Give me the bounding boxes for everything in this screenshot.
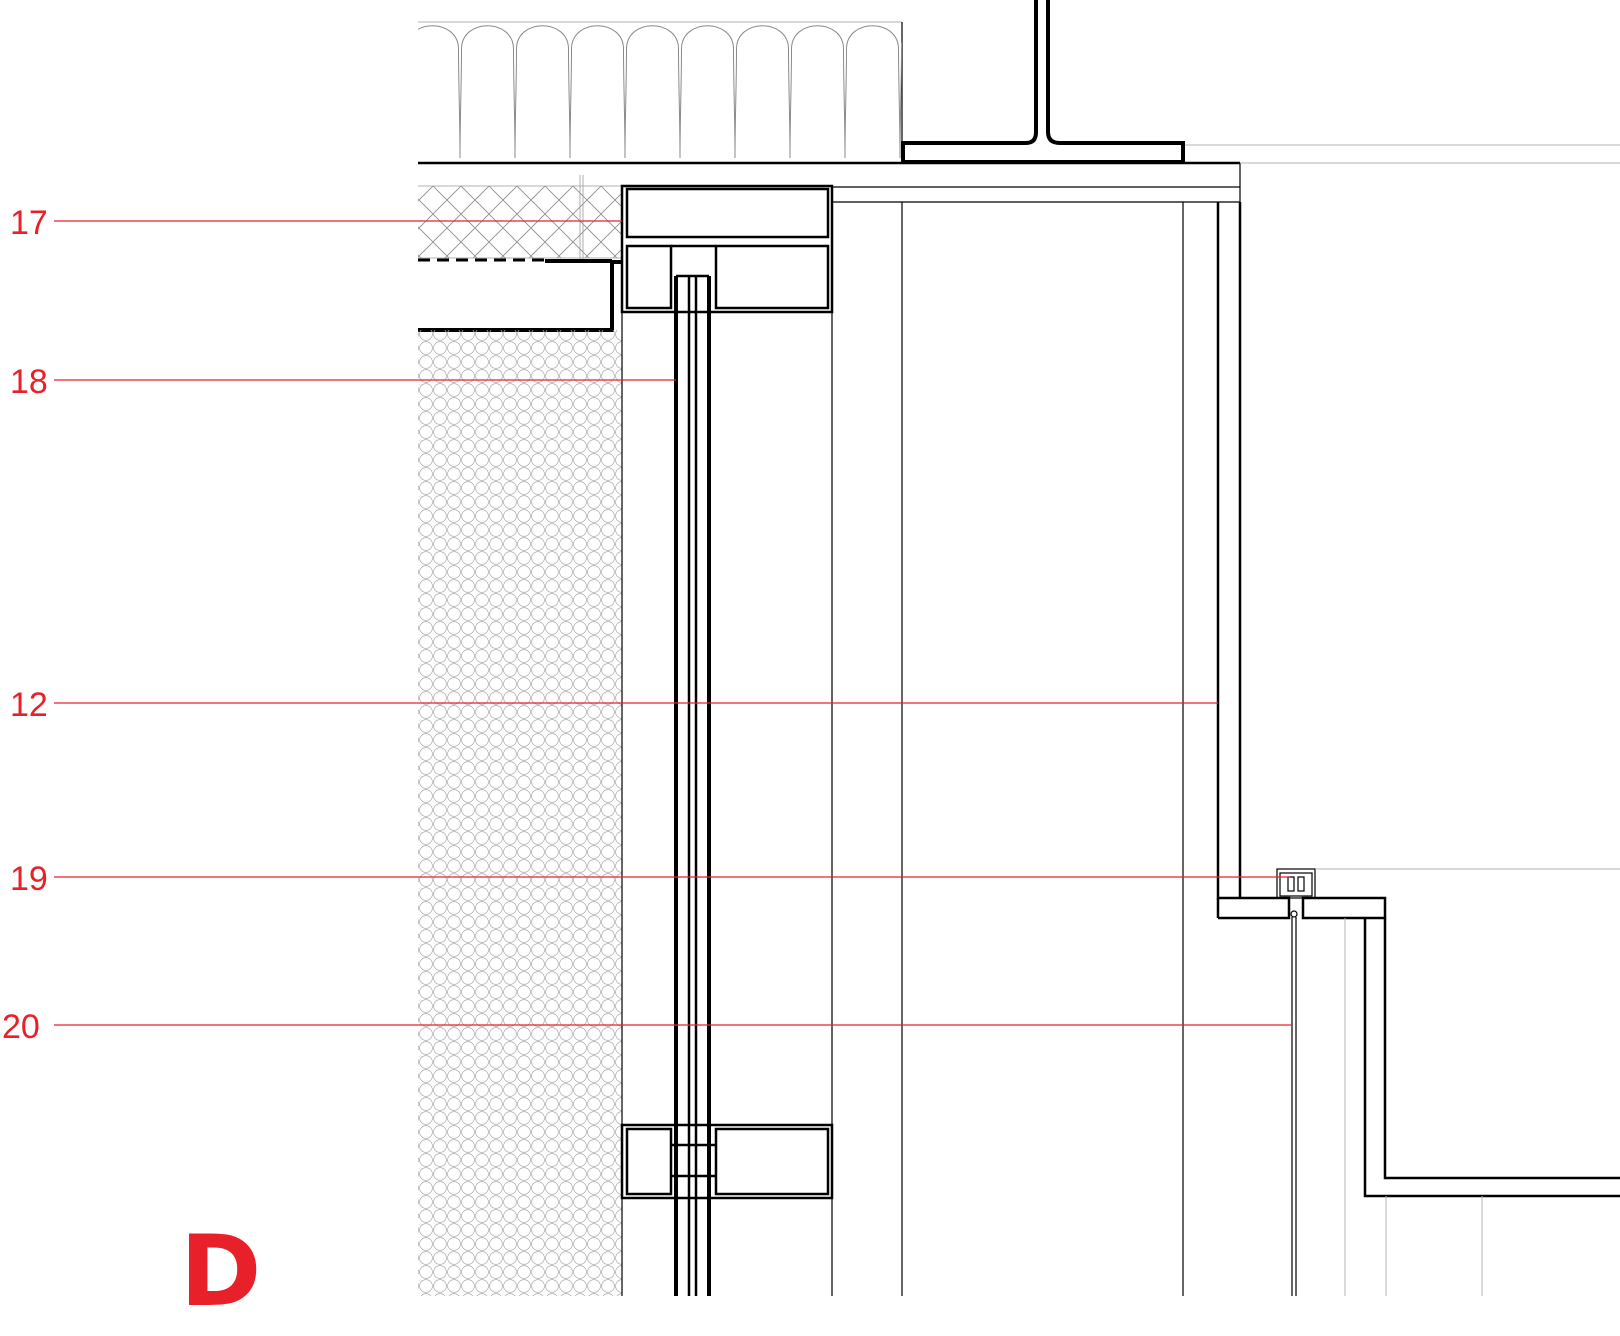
callout-17: 17	[10, 204, 48, 242]
steel-tee-section	[901, 0, 1185, 164]
callout-18: 18	[10, 363, 48, 401]
vertical-members	[621, 202, 1184, 1296]
cavity-insulation	[418, 330, 622, 1296]
callout-12: 12	[10, 686, 48, 724]
window-transom-frame	[620, 1123, 834, 1296]
callout-20: 20	[2, 1008, 40, 1046]
ceiling-lining	[1301, 896, 1620, 1296]
callout-leaders	[54, 220, 1292, 1026]
reveal-track	[1276, 868, 1620, 899]
flashing	[418, 260, 622, 332]
batt-insulation	[418, 21, 903, 158]
rigid-insulation-band	[418, 175, 622, 263]
suspension-rod	[1290, 910, 1298, 1296]
callout-19: 19	[10, 860, 48, 898]
window-head-frame	[620, 184, 834, 314]
batt-loop-linework	[418, 25, 902, 158]
liner-panel	[1216, 202, 1291, 920]
glazing-unit	[674, 274, 711, 1296]
callout-labels: 17 18 12 19 20	[2, 204, 48, 1046]
detail-letter: D	[180, 1215, 261, 1329]
